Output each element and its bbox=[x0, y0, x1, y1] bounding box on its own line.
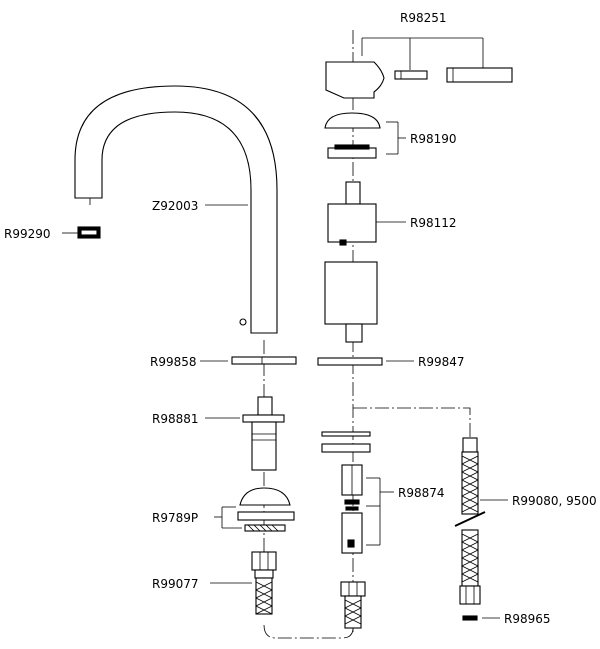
label-r98112: R98112 bbox=[410, 216, 457, 230]
label-r99858: R99858 bbox=[150, 355, 197, 369]
part-r98190-cap bbox=[324, 112, 406, 159]
label-r9789p: R9789P bbox=[152, 511, 198, 525]
part-r98874-valve-set bbox=[321, 431, 394, 554]
label-z92003: Z92003 bbox=[152, 199, 198, 213]
label-r99290: R99290 bbox=[4, 227, 51, 241]
part-r99847-gasket bbox=[317, 357, 414, 366]
label-r98881: R98881 bbox=[152, 412, 199, 426]
part-r98881-shank bbox=[205, 396, 285, 471]
part-labels: R98251 R98190 R98112 Z92003 R99290 R9985… bbox=[4, 11, 597, 626]
part-r99858-gasket bbox=[200, 356, 297, 365]
part-z92003-spout bbox=[74, 85, 278, 334]
part-r98965-washer bbox=[462, 615, 500, 621]
part-r9789p-mounting bbox=[214, 487, 295, 532]
center-lines bbox=[89, 30, 471, 639]
label-r98251: R98251 bbox=[400, 11, 447, 25]
part-r99290-aerator bbox=[62, 226, 101, 239]
label-r98965: R98965 bbox=[504, 612, 551, 626]
label-r98190: R98190 bbox=[410, 132, 457, 146]
part-r98112-cartridge bbox=[327, 181, 406, 246]
label-r99847: R99847 bbox=[418, 355, 465, 369]
label-r99080: R99080, 9500 bbox=[512, 494, 597, 508]
part-center-hose-connector bbox=[340, 581, 366, 629]
part-r98251-handle bbox=[325, 37, 513, 99]
label-r98874: R98874 bbox=[398, 486, 445, 500]
label-r99077: R99077 bbox=[152, 577, 199, 591]
part-r99080-hose bbox=[454, 437, 508, 605]
part-r99077-hose bbox=[210, 551, 277, 615]
part-body-sleeve bbox=[324, 261, 378, 343]
